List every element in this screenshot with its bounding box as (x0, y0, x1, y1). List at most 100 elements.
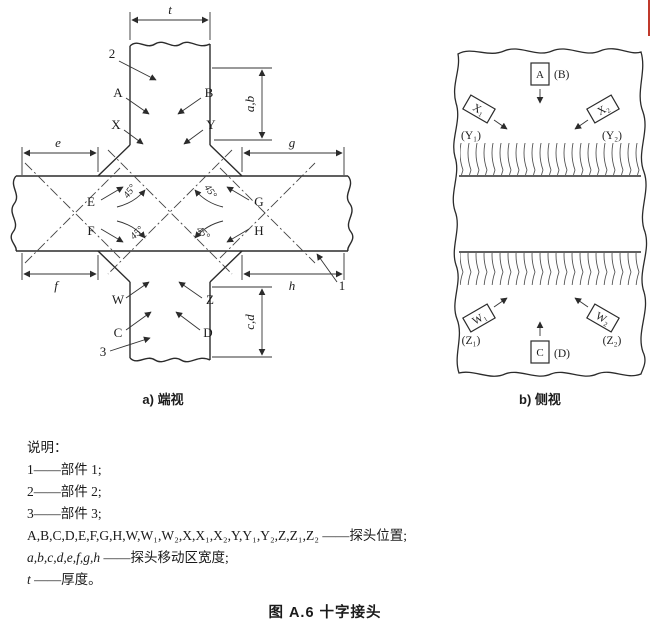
legend-dash: —— (33, 484, 61, 499)
probe-symbols: A (B) X₁ (Y₁) X₂ (Y₂) W₁ (461, 62, 622, 364)
probe-arrows (100, 97, 250, 331)
end-view: t a,b e g f h c,d 2 3 1 (10, 2, 354, 407)
legend-item-part2: 2——部件 2; (27, 481, 407, 503)
probe-label-d: D (203, 325, 212, 340)
legend-item-probe-positions: A,B,C,D,E,F,G,H,W,W₁,W₂,X,X₁,X₂,Y,Y₁,Y₂,… (27, 525, 407, 547)
legend: 说明： 1——部件 1; 2——部件 2; 3——部件 3; A,B,C,D,E… (27, 437, 407, 591)
figure-caption: 图 A.6 十字接头 (268, 605, 382, 621)
legend-dash: —— (33, 506, 61, 521)
angle-label-lower-right: 45° (194, 224, 212, 242)
figure-stage: t a,b e g f h c,d 2 3 1 (10, 2, 648, 407)
probe-label-h: H (254, 223, 263, 238)
legend-item-scan-zone-widths: a,b,c,d,e,f,g,h ——探头移动区宽度; (27, 547, 407, 569)
side-plate-edges (459, 175, 641, 253)
legend-item-part3: 3——部件 3; (27, 503, 407, 525)
probe-label-g: G (254, 194, 263, 209)
probe-x2-beam-arrow (574, 119, 589, 130)
dim-ab-label: a,b (242, 95, 257, 112)
scan-artifact-red-line (648, 0, 650, 36)
probe-a-alt-label: (B) (554, 69, 570, 81)
legend-title: 说明： (27, 440, 68, 455)
legend-item-thickness: t ——厚度。 (27, 569, 407, 591)
probe-label-w: W (112, 292, 125, 307)
probe-arrow-c (125, 311, 152, 331)
legend-symbol: 2 (27, 484, 34, 499)
legend-desc: 探头位置; (349, 528, 408, 543)
legend-item-part1: 1——部件 1; (27, 459, 407, 481)
angle-label-upper-left: 45° (121, 183, 138, 201)
dim-g-label: g (289, 135, 296, 150)
probe-box-x1-label: X₁ (470, 102, 486, 118)
weld-chamfer-top-right (209, 144, 243, 177)
centerlines (24, 149, 316, 275)
leader-part3 (109, 336, 151, 352)
angle-arcs (116, 189, 224, 239)
legend-desc: 厚度。 (61, 572, 102, 587)
legend-symbol: a,b,c,d,e,f,g,h (27, 550, 101, 565)
legend-desc: 部件 2; (60, 484, 102, 499)
horizontal-plate-right-break (346, 175, 354, 252)
probe-w1-beam-arrow (493, 297, 508, 308)
probe-arrow-z (178, 281, 203, 299)
probe-arrow-x (123, 129, 144, 145)
probe-box-x1: X₁ (462, 94, 496, 124)
probe-x1-beam-arrow (493, 119, 508, 130)
probe-label-c: C (114, 325, 123, 340)
probe-arrow-y (183, 129, 204, 145)
probe-x1-alt-label: (Y₁) (461, 130, 481, 142)
end-view-caption: a) 端视 (142, 392, 183, 407)
legend-dash: —— (33, 462, 61, 477)
side-view-caption: b) 侧视 (519, 392, 561, 407)
angle-arc-upper-left (116, 189, 146, 208)
legend-dash: —— (318, 528, 350, 543)
top-plate-break-line (129, 41, 211, 47)
centerline-right-x1 (219, 167, 316, 264)
weld-ripples-bottom (460, 253, 640, 285)
centerline-left-x1 (24, 162, 121, 259)
part1-label: 1 (339, 278, 346, 293)
probe-box-a-label: A (536, 69, 544, 81)
probe-c-alt-label: (D) (554, 348, 570, 360)
centerline-right-x2 (219, 162, 316, 259)
legend-symbol: 1 (27, 462, 34, 477)
probe-box-a: A (530, 62, 550, 86)
probe-box-x2-label: X₂ (595, 102, 611, 118)
probe-w1-alt-label: (Z₁) (462, 335, 481, 347)
weld-chamfer-bottom-left (97, 250, 131, 283)
dim-cd-label: c,d (242, 314, 257, 330)
legend-dash: —— (100, 550, 131, 565)
probe-box-w2: W₂ (586, 303, 620, 333)
probe-box-c-label: C (536, 347, 543, 359)
legend-symbol: 3 (27, 506, 34, 521)
dim-h-label: h (289, 278, 296, 293)
legend-desc: 部件 3; (60, 506, 102, 521)
probe-label-z: Z (206, 292, 214, 307)
angle-arc-lower-left (116, 220, 146, 239)
legend-symbol: A,B,C,D,E,F,G,H,W,W₁,W₂,X,X₁,X₂,Y,Y₁,Y₂,… (27, 528, 319, 543)
probe-arrow-g (226, 186, 250, 201)
angle-arc-lower-right (194, 220, 224, 239)
probe-arrow-a (125, 97, 150, 115)
weld-chamfer-bottom-right (209, 250, 243, 283)
probe-arrow-b (177, 97, 202, 115)
probe-w2-beam-arrow (574, 297, 589, 308)
centerline-middle-x2 (107, 149, 233, 275)
probe-label-b: B (205, 85, 214, 100)
probe-label-e: E (87, 194, 95, 209)
side-view-break-border (452, 48, 648, 377)
legend-symbol: t (27, 572, 31, 587)
dim-t-label: t (168, 2, 172, 17)
legend-dash: —— (30, 572, 62, 587)
probe-x2-alt-label: (Y₂) (602, 130, 622, 142)
probe-label-a: A (113, 85, 123, 100)
probe-arrow-f (100, 228, 124, 243)
probe-arrow-h (226, 228, 250, 243)
centerline-middle-x1 (107, 149, 233, 275)
dimensions (21, 12, 345, 358)
probe-w2-alt-label: (Z₂) (603, 335, 622, 347)
part2-label: 2 (109, 46, 116, 61)
weld-chamfer-top-left (97, 144, 131, 177)
leader-lines (109, 60, 338, 352)
probe-arrow-w (125, 281, 150, 299)
probe-label-y: Y (206, 117, 216, 132)
